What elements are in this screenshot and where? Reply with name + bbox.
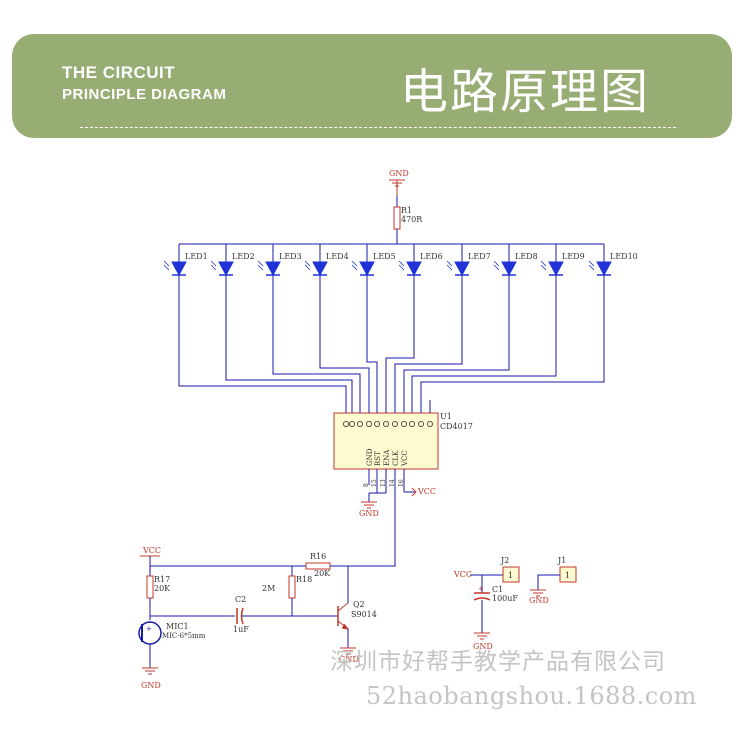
capacitor-c2: C2 1uF — [233, 595, 249, 634]
led-label: LED5 — [373, 252, 396, 261]
u1-gnd-label: GND — [359, 509, 379, 518]
led-1: LED1 — [163, 244, 347, 400]
title-en-line1: THE CIRCUIT — [62, 63, 176, 82]
mic-gnd-symbol: GND — [141, 667, 161, 690]
watermark-company: 深圳市好帮手教学产品有限公司 — [330, 649, 666, 675]
led-label: LED4 — [326, 252, 349, 261]
led-4: LED4 — [304, 244, 370, 400]
c1-value: 100uF — [492, 594, 518, 603]
r18-ref: R18 — [296, 575, 312, 584]
c1-gnd-label: GND — [473, 642, 493, 651]
c2-value: 1uF — [233, 625, 249, 634]
led-label: LED8 — [515, 252, 538, 261]
u1-vcc-label: VCC — [417, 487, 436, 496]
title-english: THE CIRCUIT PRINCIPLE DIAGRAM — [62, 62, 226, 106]
u1-pin-number: 13 — [380, 479, 387, 487]
led-8: LED8 — [403, 244, 538, 400]
led-label: LED10 — [610, 252, 638, 261]
led-9: LED9 — [411, 244, 585, 400]
led-label: LED7 — [468, 252, 491, 261]
led-10: LED10 — [420, 244, 638, 400]
u1-pin-number: 14 — [389, 479, 396, 487]
connector-j1: 1 J1 — [537, 556, 577, 590]
capacitor-c1: + C1 100uF — [473, 575, 518, 633]
r16-ref: R16 — [310, 552, 326, 561]
u1-ref: U1 — [440, 412, 452, 421]
u1-vcc-port: VCC — [403, 485, 436, 497]
led-label: LED3 — [279, 252, 302, 261]
resistor-r17: R17 20K — [146, 566, 171, 620]
q2-ref: Q2 — [353, 600, 365, 609]
u1-pin-number: 15 — [371, 479, 378, 487]
u1-pin-number: 16 — [398, 479, 405, 487]
c1-ref: C1 — [492, 585, 503, 594]
top-gnd-label: GND — [389, 169, 409, 178]
j2-pin: 1 — [508, 571, 513, 580]
connector-j2: 1 J2 — [500, 556, 520, 583]
svg-text:+: + — [478, 585, 484, 593]
resistor-r16: R16 20K — [300, 552, 348, 578]
c1-gnd-symbol: GND — [473, 632, 493, 651]
q2-part: S9014 — [351, 610, 377, 619]
led-label: LED1 — [185, 252, 208, 261]
svg-text:+: + — [146, 625, 152, 633]
ic-u1-cd4017: U1 CD4017 GND 8 RST 15 ENA 13 CLK 14 VCC 16 — [333, 400, 473, 487]
resistor-r18: 2M R18 — [262, 566, 312, 616]
title-chinese: 电路原理图 — [399, 64, 650, 120]
j1-pin: 1 — [565, 571, 570, 580]
led-2: LED2 — [210, 244, 353, 400]
q2-gnd-symbol: GND — [339, 647, 359, 664]
mic-ref: MIC1 — [166, 622, 189, 631]
c1-vcc-port: VCC — [453, 570, 503, 579]
u1-pin-label: VCC — [401, 450, 409, 467]
left-vcc-label: VCC — [142, 546, 161, 555]
r16-value: 20K — [314, 569, 331, 578]
led-3: LED3 — [257, 244, 361, 400]
r17-value: 20K — [154, 584, 171, 593]
u1-pin-label: GND — [366, 448, 374, 466]
microphone-mic1: + MIC1 MIC-6*5mm — [138, 621, 206, 668]
u1-pin-label: CLK — [392, 450, 400, 466]
u1-pin-number: 8 — [363, 483, 370, 487]
r18-value: 2M — [262, 584, 275, 593]
mic-value: MIC-6*5mm — [162, 632, 206, 640]
j2-ref: J2 — [500, 556, 509, 565]
dashed-divider — [80, 127, 676, 128]
u1-pin-label: ENA — [383, 449, 391, 466]
resistor-r1: R1 470R — [393, 196, 423, 244]
r1-value: 470R — [401, 215, 423, 224]
transistor-q2: Q2 S9014 — [337, 566, 377, 648]
u1-part: CD4017 — [440, 422, 473, 431]
led-7: LED7 — [394, 244, 491, 400]
clk-wire — [348, 485, 396, 567]
r1-ref: R1 — [401, 206, 412, 215]
watermark-url: 52haobangshou.1688.com — [366, 682, 697, 710]
title-en-line2: PRINCIPLE DIAGRAM — [62, 86, 227, 103]
c2-ref: C2 — [235, 595, 246, 604]
r17-ref: R17 — [154, 575, 170, 584]
mic-gnd-label: GND — [141, 681, 161, 690]
j1-ref: J1 — [557, 556, 566, 565]
q2-gnd-label: GND — [339, 655, 359, 664]
j1-gnd-label: GND — [529, 596, 549, 605]
u1-gnd-symbol: GND — [359, 485, 387, 518]
led-label: LED9 — [562, 252, 585, 261]
c1-vcc-label: VCC — [453, 570, 472, 579]
led-5: LED5 — [351, 244, 396, 400]
led-label: LED2 — [232, 252, 255, 261]
led-label: LED6 — [420, 252, 443, 261]
top-gnd-symbol: GND — [389, 169, 409, 196]
u1-pin-label: RST — [374, 451, 382, 466]
led-array: LED1 LED2 LED3 LED4 LED5 LED6 LED7 LED8 LED9 LED1… — [163, 244, 638, 400]
header-banner: THE CIRCUIT PRINCIPLE DIAGRAM 电路原理图 — [12, 34, 732, 138]
left-vcc-port: VCC — [140, 546, 161, 566]
j1-gnd-symbol: GND — [529, 589, 549, 605]
led-6: LED6 — [385, 244, 443, 400]
